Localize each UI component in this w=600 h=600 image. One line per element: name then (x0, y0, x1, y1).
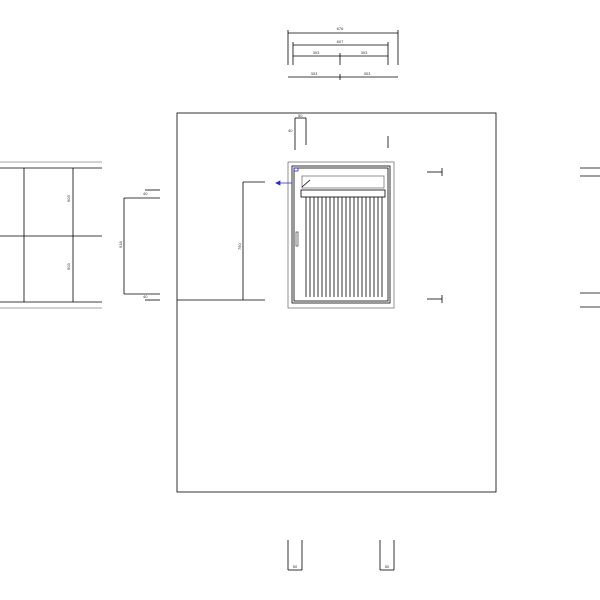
dim-left-upper: 903 (66, 195, 71, 202)
dim-top-half-left: 303 (313, 50, 320, 55)
dim-left-lower: 903 (66, 263, 71, 270)
arrow-icon (275, 180, 281, 186)
dim-mid-top-small: 40 (143, 191, 148, 196)
window-shutter (275, 161, 395, 309)
dim-small-top: 50 (298, 113, 303, 118)
dim-bottom-right: 50 (385, 564, 390, 569)
dim-bottom-half-right: 303 (364, 71, 371, 76)
left-section: 903 903 918 40 40 (0, 161, 160, 309)
annotation-marker (293, 167, 299, 172)
dim-window-height: 750 (237, 243, 242, 250)
dim-bottom-left: 50 (293, 564, 298, 569)
window-height-dimension: 750 (237, 181, 265, 300)
dim-top-overall: 676 (337, 26, 344, 31)
dim-mid-vertical: 918 (118, 241, 123, 248)
right-markers (427, 167, 600, 308)
top-dimension-chain: 676 607 303 303 303 303 (287, 26, 399, 80)
dim-bottom-half-left: 303 (311, 71, 318, 76)
wall-outline (176, 112, 497, 493)
bottom-dimensions: 50 50 (287, 540, 395, 571)
dim-top-inner: 607 (337, 39, 344, 44)
dim-top-half-right: 303 (361, 50, 368, 55)
small-top-dimension: 50 40 (288, 113, 389, 150)
dim-small-angle: 40 (288, 128, 293, 133)
dim-mid-bottom-small: 40 (143, 294, 148, 299)
